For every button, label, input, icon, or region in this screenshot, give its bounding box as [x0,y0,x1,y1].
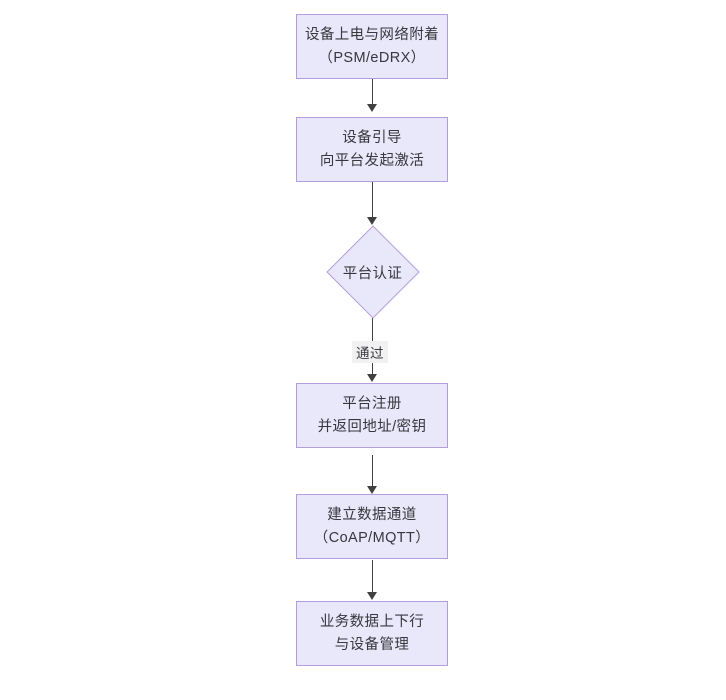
node-platform-register[interactable]: 平台注册 并返回地址/密钥 [296,383,448,448]
node-data-channel-line-2: （CoAP/MQTT） [313,529,431,546]
node-business-data-line-2: 与设备管理 [334,636,410,653]
arrowhead-business-data [367,592,377,600]
node-power-on-line-2: （PSM/eDRX） [318,49,426,66]
arrowhead-data-channel [367,486,377,494]
arrowhead-bootstrap [367,104,377,112]
arrowhead-platform-auth [367,217,377,225]
node-business-data-line-1: 业务数据上下行 [319,614,425,631]
node-bootstrap-line-1: 设备引导 [342,130,402,147]
node-bootstrap[interactable]: 设备引导 向平台发起激活 [296,117,448,182]
node-power-on[interactable]: 设备上电与网络附着 （PSM/eDRX） [296,14,448,79]
node-power-on-line-1: 设备上电与网络附着 [304,27,440,44]
connector-data-channel-to-business-data [371,560,373,594]
node-data-channel-line-1: 建立数据通道 [327,507,417,524]
connector-platform-register-to-data-channel [371,455,373,488]
connector-power-on-to-bootstrap [371,79,373,106]
arrowhead-platform-register [367,374,377,382]
node-platform-register-line-1: 平台注册 [342,396,402,413]
edge-label-pass: 通过 [352,341,388,363]
node-data-channel[interactable]: 建立数据通道 （CoAP/MQTT） [296,494,448,559]
node-platform-auth-label: 平台认证 [342,265,403,282]
connector-bootstrap-to-platform-auth [371,182,373,219]
node-business-data[interactable]: 业务数据上下行 与设备管理 [296,601,448,666]
node-platform-register-line-2: 并返回地址/密钥 [317,418,427,435]
node-bootstrap-line-2: 向平台发起激活 [319,152,425,169]
node-platform-auth[interactable]: 平台认证 [324,225,421,319]
